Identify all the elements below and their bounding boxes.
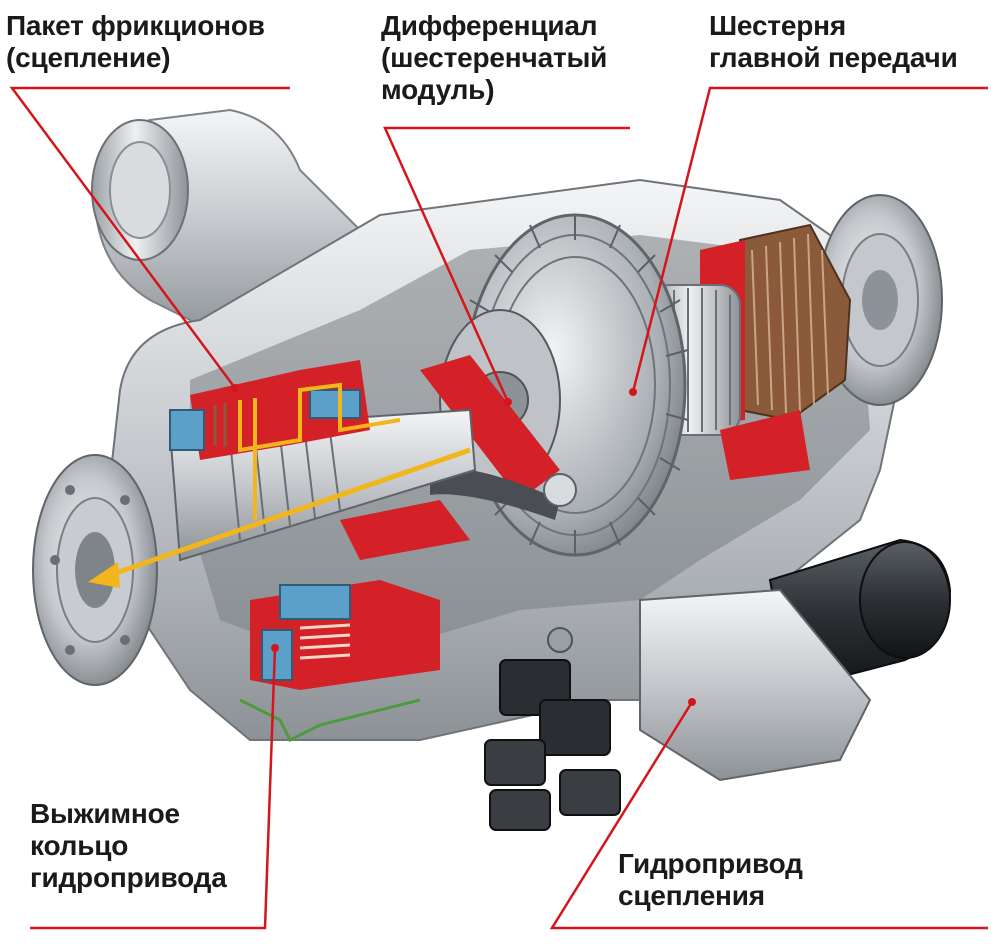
leader-line-clutch-pack <box>9 86 290 389</box>
label-differential: Дифференциал (шестеренчатый модуль) <box>381 10 608 105</box>
leader-dot-differential <box>504 398 512 406</box>
release-ring-assembly <box>250 500 470 690</box>
label-clutch-pack: Пакет фрикционов (сцепление) <box>6 10 265 73</box>
leader-line-differential <box>383 126 630 403</box>
hydraulic-line <box>239 698 421 743</box>
electrical-connectors <box>484 627 621 831</box>
leader-line-main-gear <box>631 86 988 393</box>
label-main-gear: Шестерня главной передачи <box>709 10 958 73</box>
left-output-flange <box>32 454 158 686</box>
leader-line-release-ring <box>30 647 277 930</box>
leader-dot-main-gear <box>629 388 637 396</box>
leader-dot-clutch-pack <box>231 384 239 392</box>
leader-dot-release-ring <box>271 644 279 652</box>
leader-dot-hydraulic <box>688 698 696 706</box>
hydraulic-actuator-motor <box>639 538 952 782</box>
label-release-ring: Выжимное кольцо гидропривода <box>30 798 227 893</box>
leader-line-hydraulic <box>549 701 988 930</box>
leader-lines <box>9 86 988 930</box>
label-hydraulic-drive: Гидропривод сцепления <box>618 848 803 911</box>
oil-flow-arrow <box>88 447 471 588</box>
